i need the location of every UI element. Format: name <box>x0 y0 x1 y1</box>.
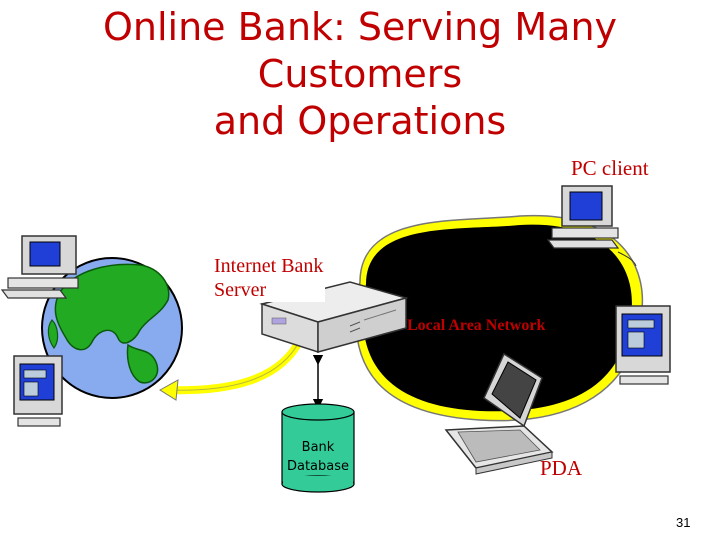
tower-computer-icon <box>13 355 63 427</box>
lan-area <box>362 224 632 412</box>
laptop-icon <box>444 352 554 475</box>
database-icon <box>281 403 355 493</box>
server-label-line-1: Internet Bank <box>214 255 324 277</box>
desktop-computer-icon <box>0 235 79 299</box>
server-icon <box>259 281 409 354</box>
pda-label: PDA <box>540 456 583 480</box>
server-label-line-2: Server <box>214 279 267 301</box>
database-label-line-2: Database <box>286 459 350 474</box>
database-label-line-1: Bank <box>301 440 335 455</box>
internet-link-arrow <box>159 379 179 401</box>
slide-title: Online Bank: Serving Many Customers and … <box>0 4 720 145</box>
pc-client-icon <box>546 185 637 267</box>
page-number: 31 <box>676 515 691 530</box>
pc-client-label: PC client <box>571 156 649 180</box>
internet-link <box>167 338 304 395</box>
database-label: Bank Database <box>282 438 354 476</box>
title-line-1: Online Bank: Serving Many Customers <box>102 5 618 96</box>
internet-link-outline <box>167 339 301 391</box>
lan-label: Local Area Network <box>407 317 546 334</box>
title-line-2: and Operations <box>213 99 507 143</box>
server-label: Internet Bank Server <box>214 254 326 302</box>
globe-icon <box>41 257 183 399</box>
right-tower-computer-icon <box>615 305 671 385</box>
